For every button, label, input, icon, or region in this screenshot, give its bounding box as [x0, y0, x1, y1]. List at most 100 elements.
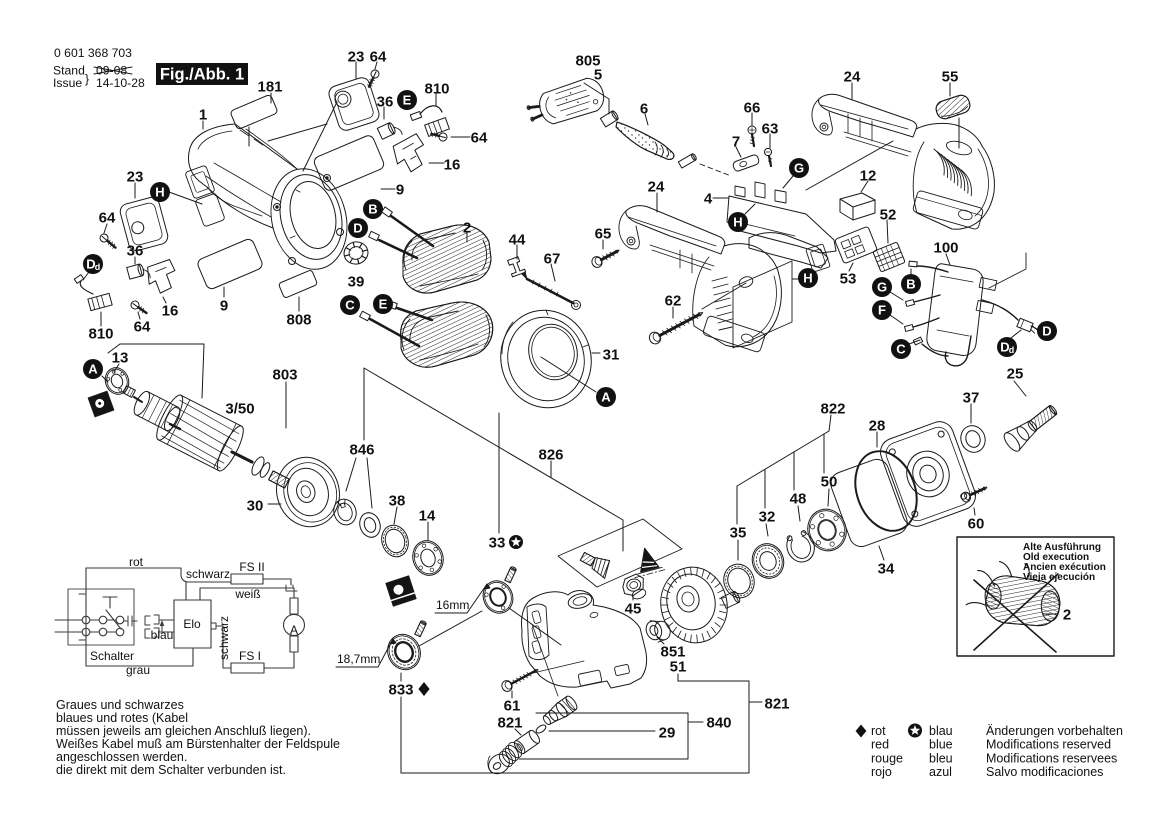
- bearing-32: [751, 543, 785, 579]
- capacitor-12: [839, 192, 876, 221]
- callout-letter: D: [1000, 340, 1009, 355]
- wiring-label-grau: grau: [126, 663, 150, 677]
- part-label-826: 826: [538, 447, 563, 464]
- spindle-25: [1003, 404, 1058, 452]
- legend-modifications-line: Änderungen vorbehalten: [986, 724, 1123, 738]
- type-number: 0 601 368 703: [54, 46, 132, 60]
- bearing-16mm: [482, 580, 514, 614]
- callout-h: H: [798, 268, 818, 288]
- part-label-851: 851: [660, 644, 685, 661]
- callout-c: C: [891, 339, 911, 359]
- callout-circle: [340, 295, 360, 315]
- part-label-35: 35: [730, 525, 747, 542]
- carbon-brush-top-36: [376, 122, 403, 140]
- brush-cover-left-23: [119, 196, 169, 252]
- sticker-181: [230, 94, 278, 130]
- callout-circle: [789, 158, 809, 178]
- part-label-805: 805: [575, 53, 600, 70]
- part-label-181: 181: [257, 79, 282, 96]
- part-label-9: 9: [220, 298, 228, 315]
- part-label-808: 808: [286, 312, 311, 329]
- legend-blue-term: blue: [929, 738, 953, 752]
- gear-tooth: [663, 589, 671, 594]
- inset-title-line-3: Ancien exécution: [1023, 562, 1106, 573]
- gear-tooth: [714, 582, 721, 588]
- wiring-label-schwarz: schwarz: [186, 567, 230, 581]
- gear-tooth: [671, 626, 678, 634]
- gear-tooth: [696, 567, 698, 576]
- callout-e: E: [397, 90, 417, 110]
- part-label-16: 16: [162, 303, 179, 320]
- connector-52: [872, 242, 906, 272]
- part-label-64: 64: [99, 210, 116, 227]
- part-label-39: 39: [348, 274, 365, 291]
- callout-h: H: [150, 182, 170, 202]
- bearing-13: [104, 367, 130, 395]
- legend-modifications-line: Modifications reserved: [986, 738, 1111, 752]
- legend-red-diamond-icon: [855, 724, 867, 738]
- inset-title-line-2: Old execution: [1023, 552, 1089, 563]
- gear-tooth: [696, 634, 698, 643]
- part-label-1: 1: [199, 107, 207, 124]
- stud-18-7mm: [414, 620, 427, 638]
- wiring-label-weiß: weiß: [234, 587, 260, 601]
- sticker-9-right: [313, 135, 385, 191]
- part-label-33: 33: [489, 535, 506, 552]
- vent-ribs-right: [933, 148, 972, 197]
- callout-letter: D: [86, 257, 95, 272]
- gear-tooth: [661, 610, 669, 614]
- retainer-block-13: [87, 390, 115, 418]
- screw-61: [501, 669, 539, 692]
- screw-63: [763, 147, 773, 168]
- bearing-18-7mm: [387, 633, 421, 671]
- part-label-37: 37: [963, 390, 980, 407]
- wiring-label-schalter: Schalter: [90, 649, 134, 663]
- part-label-60: 60: [968, 516, 985, 533]
- callout-h: H: [728, 212, 748, 232]
- spring-29: [498, 741, 523, 768]
- part-label-53: 53: [840, 271, 857, 288]
- gear-tooth: [677, 630, 682, 638]
- wedge-part: [634, 547, 667, 579]
- dimension-label: 16mm: [436, 598, 469, 612]
- callout-circle: [150, 182, 170, 202]
- callout-circle: [798, 268, 818, 288]
- part-label-29: 29: [659, 725, 676, 742]
- clip-44: [507, 256, 527, 278]
- screw-60: [960, 486, 988, 503]
- slide-button-55: [935, 94, 971, 120]
- seal-37: [960, 425, 986, 453]
- callout-circle: [901, 274, 921, 294]
- part-label-14: 14: [419, 508, 436, 525]
- gear-tooth: [714, 622, 721, 628]
- revision-value: 14-10-28: [96, 76, 145, 90]
- callout-b: B: [901, 274, 921, 294]
- part-label-51: 51: [670, 659, 687, 676]
- electronics-module-100: [903, 252, 1038, 367]
- screw-64-top: [366, 69, 380, 88]
- stud-16mm: [504, 566, 517, 584]
- ring-35: [723, 563, 755, 599]
- bearing-14: [412, 540, 444, 576]
- screw-64-top-right: [430, 132, 448, 142]
- revision-label-de: Stand: [53, 64, 85, 78]
- gear-tooth: [690, 634, 692, 643]
- callout-circle: [363, 199, 383, 219]
- figure-label-box: [156, 63, 248, 85]
- part-label-34: 34: [878, 561, 895, 578]
- part-label-16: 16: [444, 157, 461, 174]
- part-label-38: 38: [389, 493, 406, 510]
- legend-modifications-line: Modifications reservees: [986, 751, 1117, 765]
- gear-tooth: [706, 630, 711, 638]
- callout-letter: A: [601, 390, 611, 405]
- callout-circle: [83, 359, 103, 379]
- dimension-label: 18,7mm: [337, 652, 380, 666]
- callout-letter: B: [368, 202, 377, 217]
- callout-letter: D: [1042, 324, 1051, 339]
- washer-846: [359, 512, 381, 538]
- callout-letter: H: [733, 215, 742, 230]
- power-plug-805: [526, 77, 619, 128]
- gear-tooth: [717, 589, 725, 594]
